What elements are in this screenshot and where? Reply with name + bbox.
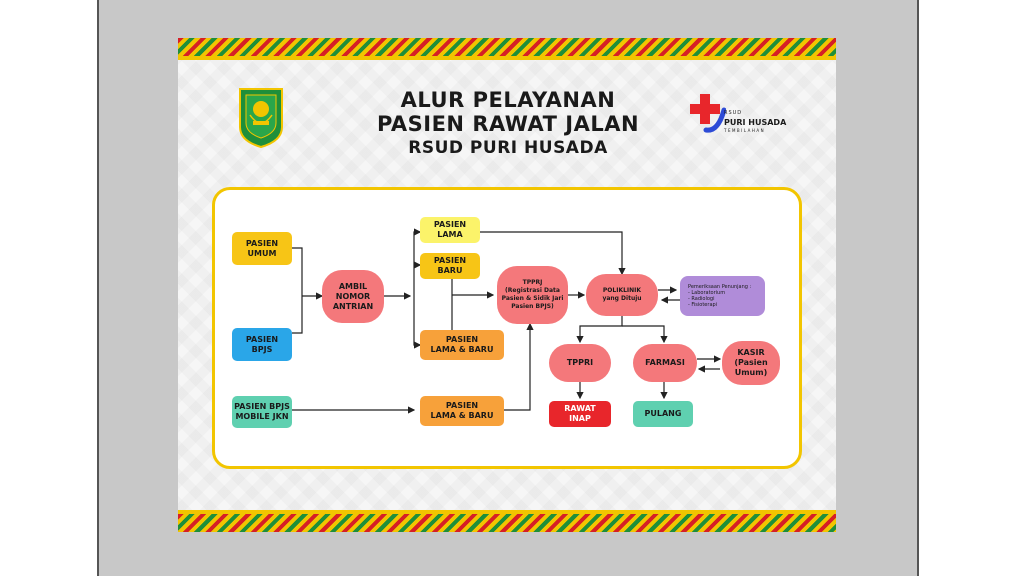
title-line-1: ALUR PELAYANAN [400, 88, 616, 112]
node-pasien-umum: PASIEN UMUM [232, 232, 292, 265]
border-edge-top [178, 56, 836, 60]
node-rawat-inap: RAWAT INAP [549, 401, 611, 427]
node-pasien-baru: PASIEN BARU [420, 253, 480, 279]
title-block: ALUR PELAYANAN PASIEN RAWAT JALAN RSUD P… [308, 88, 708, 160]
logo-sub-text: TEMBILAHAN [724, 128, 766, 133]
node-pasien-bpjs: PASIEN BPJS [232, 328, 292, 361]
flowchart-panel [212, 187, 802, 469]
logo-rsud-text: RSUD [724, 110, 743, 116]
songket-border-bottom [178, 514, 836, 532]
node-ambil-nomor-antrian: AMBIL NOMOR ANTRIAN [322, 270, 384, 323]
node-pasien-bpjs-mobile-jkn: PASIEN BPJS MOBILE JKN [232, 396, 292, 428]
border-edge-bottom [178, 510, 836, 514]
node-pasien-lama: PASIEN LAMA [420, 217, 480, 243]
node-farmasi: FARMASI [633, 344, 697, 382]
node-pemeriksaan-penunjang: Pemeriksaan Penunjang : - Laboratorium -… [680, 276, 765, 316]
node-pasien-lama-baru-1: PASIEN LAMA & BARU [420, 330, 504, 360]
node-pulang: PULANG [633, 401, 693, 427]
regency-emblem-icon [239, 88, 283, 149]
medical-cross-icon [690, 94, 727, 133]
node-pasien-lama-baru-2: PASIEN LAMA & BARU [420, 396, 504, 426]
hospital-logo: RSUD PURI HUSADA TEMBILAHAN [690, 92, 786, 148]
title-line-3: RSUD PURI HUSADA [408, 138, 608, 158]
songket-border-top [178, 38, 836, 56]
node-kasir: KASIR (Pasien Umum) [722, 341, 780, 385]
logo-name-text: PURI HUSADA [724, 118, 787, 127]
node-poliklinik: POLIKLINIK yang Dituju [586, 274, 658, 316]
title-line-2: PASIEN RAWAT JALAN [376, 112, 640, 136]
node-tppri: TPPRI [549, 344, 611, 382]
node-tpprj: TPPRJ (Registrasi Data Pasien & Sidik Ja… [497, 266, 568, 324]
